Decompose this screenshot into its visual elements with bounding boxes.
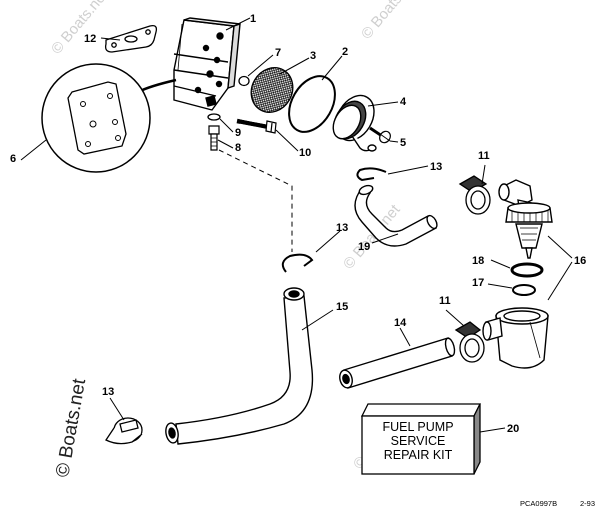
callout-11-upper: 11 xyxy=(478,150,490,162)
callout-14: 14 xyxy=(394,317,407,329)
part-16-fuel-filter-bowl xyxy=(482,307,549,369)
callout-3: 3 xyxy=(310,50,316,62)
part-18-filter-seal xyxy=(510,262,544,278)
part-3-screen xyxy=(250,67,294,113)
callout-19: 19 xyxy=(358,241,370,253)
watermark-top-right: © Boats.net xyxy=(358,0,422,43)
watermark-main: © Boats.net xyxy=(52,376,90,478)
callout-4: 4 xyxy=(400,96,407,108)
callout-17: 17 xyxy=(472,277,484,289)
part-6-gasket-detail xyxy=(41,63,151,173)
part-9-washer xyxy=(207,113,221,121)
callout-5: 5 xyxy=(400,137,406,149)
pump-detail-leader xyxy=(137,78,177,94)
part-12-cover-plate xyxy=(104,24,158,53)
callout-11-lower: 11 xyxy=(439,295,451,307)
callout-13-upper: 13 xyxy=(430,161,442,173)
part-16-fuel-filter-top xyxy=(498,179,553,259)
callout-numbers: 1 2 3 4 5 6 7 8 9 10 11 11 12 13 13 13 1… xyxy=(10,13,586,435)
part-5-screw xyxy=(369,126,391,144)
part-14-hose xyxy=(339,337,456,389)
callout-7: 7 xyxy=(275,47,281,59)
part-19-elbow-hose xyxy=(354,184,438,247)
callout-6: 6 xyxy=(10,153,16,165)
part-20-service-kit-box: FUEL PUMP SERVICE REPAIR KIT xyxy=(360,403,482,475)
drawing-code: PCA0997B xyxy=(520,499,557,508)
part-2-o-ring xyxy=(288,75,336,133)
part-13-clamp-upper xyxy=(356,167,387,182)
part-13-clamp-lower xyxy=(105,417,143,445)
hose-route-dashed-line xyxy=(218,149,293,252)
kit-label-line2: SERVICE xyxy=(391,434,446,448)
part-15-fuel-hose xyxy=(165,287,314,445)
part-4-diaphragm-cover xyxy=(332,94,377,152)
callout-12: 12 xyxy=(84,33,96,45)
part-11-clamp-upper xyxy=(458,175,491,215)
part-10-bolt xyxy=(236,118,277,134)
part-7-small-seal xyxy=(238,75,250,87)
part-1-fuel-pump-body xyxy=(173,17,241,111)
callout-18: 18 xyxy=(472,255,484,267)
callout-13-middle: 13 xyxy=(336,222,348,234)
part-11-clamp-lower xyxy=(454,321,485,363)
callout-20: 20 xyxy=(507,423,519,435)
callout-10: 10 xyxy=(299,147,311,159)
callout-8: 8 xyxy=(235,142,241,154)
callout-1: 1 xyxy=(250,13,256,25)
watermark-top-left: © Boats.net xyxy=(48,0,112,58)
callout-16: 16 xyxy=(574,255,586,267)
part-13-clamp-middle xyxy=(281,253,314,273)
part-8-fitting xyxy=(208,125,220,151)
callout-13-lower: 13 xyxy=(102,386,114,398)
callout-15: 15 xyxy=(336,301,348,313)
kit-label-line3: REPAIR KIT xyxy=(384,448,453,462)
callout-9: 9 xyxy=(235,127,241,139)
date-code: 2-93 xyxy=(580,499,595,508)
leader-lines xyxy=(20,17,573,433)
kit-label-line1: FUEL PUMP xyxy=(382,420,453,434)
callout-2: 2 xyxy=(342,46,348,58)
part-17-filter-o-ring xyxy=(512,284,536,296)
